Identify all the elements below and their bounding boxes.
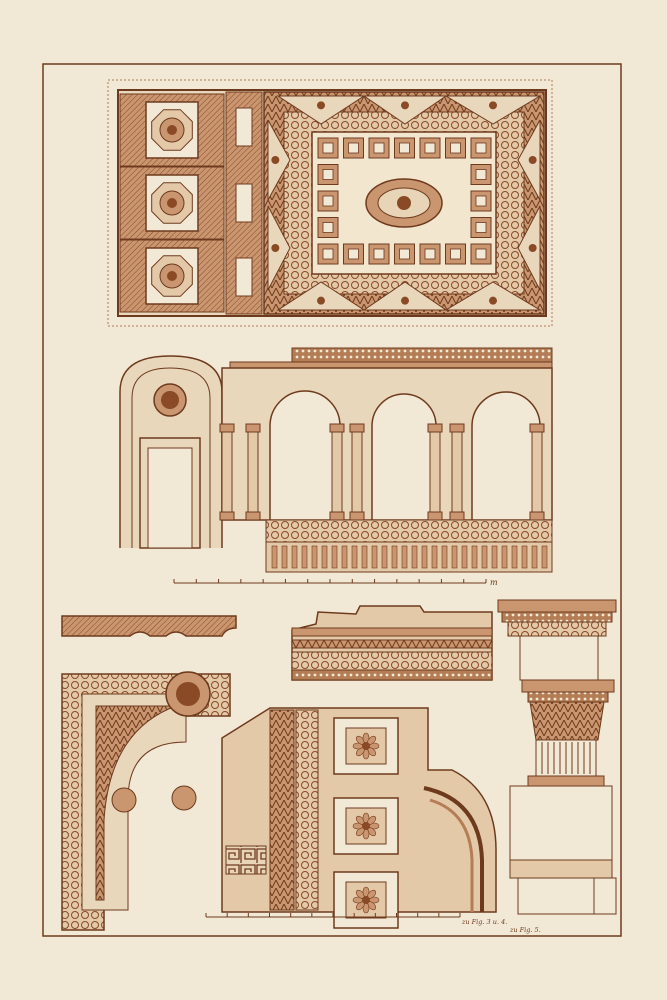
ceiling-plan-figure	[107, 79, 553, 327]
arcade-elevation-figure: m	[119, 347, 553, 587]
pier-profile-figure	[497, 599, 617, 915]
pendentive-corner-figure	[61, 671, 231, 931]
plan-scale-label-a: zu Fig. 3 u. 4.	[461, 918, 507, 926]
plan-scale-bar	[205, 913, 461, 918]
elevation-scale-bar	[173, 579, 487, 584]
cornice-profile-figure	[61, 615, 237, 637]
coffer-grid	[317, 137, 492, 265]
elevation-scale-unit: m	[490, 578, 498, 587]
plate-border	[42, 63, 622, 937]
corner-triangles	[267, 95, 542, 311]
plan-scale-label-b: zu Fig. 5.	[509, 926, 541, 934]
rosette-coffers	[333, 717, 399, 929]
left-coffer-column	[119, 93, 225, 313]
arcade	[219, 367, 553, 521]
entablature-fragment-figure	[291, 605, 493, 681]
ceiling-fragment-figure	[221, 707, 497, 929]
